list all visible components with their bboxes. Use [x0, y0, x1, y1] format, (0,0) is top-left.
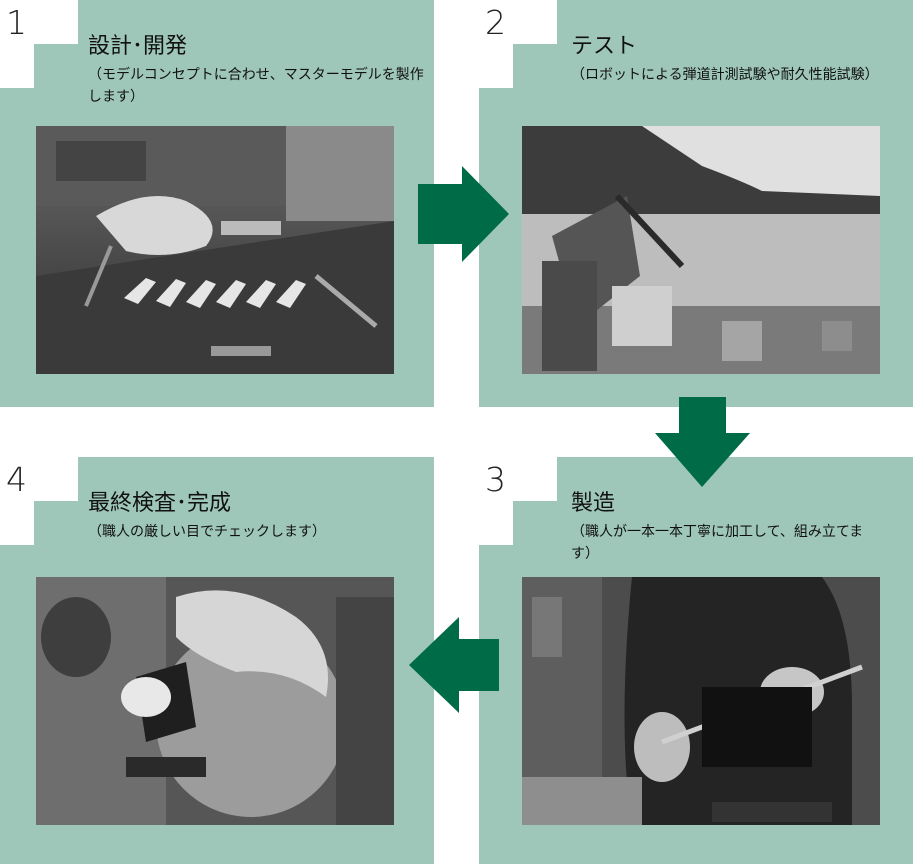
step-4-description: （職人の厳しい目でチェックします） — [88, 524, 326, 540]
step-3-number: 3 — [485, 460, 506, 499]
swing-robot-testing-range-photo — [522, 126, 880, 374]
inspector-checking-clubhead-photo — [36, 577, 394, 825]
craftsman-assembling-club-photo — [522, 577, 880, 825]
step-2-title: テスト — [571, 34, 638, 59]
step-3-panel: 3 製造 （職人が一本一本丁寧に加工して、組み立てます） — [479, 457, 913, 864]
step-4-panel: 4 最終検査･完成 （職人の厳しい目でチェックします） — [0, 457, 434, 864]
step-2-panel: 2 テスト （ロボットによる弾道計測試験や耐久性能試験） — [479, 0, 913, 407]
step-1-description: （モデルコンセプトに合わせ、マスターモデルを製作します） — [88, 67, 424, 105]
step-1-number: 1 — [6, 3, 27, 42]
step-1-title: 設計･開発 — [88, 34, 188, 59]
step-1-panel: 1 設計･開発 （モデルコンセプトに合わせ、マスターモデルを製作します） — [0, 0, 434, 407]
arrow-down-icon — [655, 397, 750, 487]
arrow-right-icon — [418, 166, 509, 262]
step-4-number: 4 — [6, 460, 27, 499]
step-2-number: 2 — [485, 3, 506, 42]
arrow-left-icon — [409, 617, 499, 713]
workbench-clubhead-models-photo — [36, 126, 394, 374]
step-3-title: 製造 — [571, 491, 616, 516]
step-2-description: （ロボットによる弾道計測試験や耐久性能試験） — [571, 67, 879, 83]
step-4-title: 最終検査･完成 — [88, 491, 232, 516]
step-3-description: （職人が一本一本丁寧に加工して、組み立てます） — [571, 524, 864, 562]
